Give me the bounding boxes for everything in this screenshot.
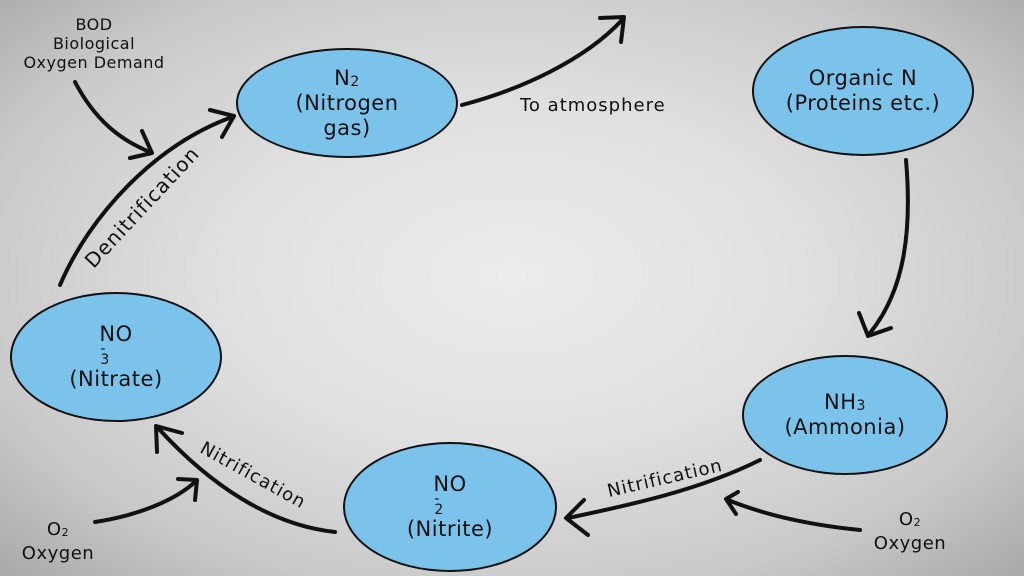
arrow-to-atmosphere: [460, 18, 624, 107]
no2-formula: NO-2: [433, 472, 467, 518]
oxygen-right-formula: O2: [898, 509, 922, 530]
label-to-atmosphere: To atmosphere: [520, 95, 666, 116]
nh3-name: (Ammonia): [784, 415, 906, 439]
arrow-organic-to-ammonia: [868, 158, 910, 335]
oxygen-left-label: Oxygen: [21, 543, 95, 564]
arrowhead-nitrate-to-n2: [208, 108, 236, 139]
oxygen-left-formula: O2: [46, 519, 70, 540]
arrowhead-to-atmosphere: [598, 15, 626, 44]
oxygen-right-label: Oxygen: [873, 533, 947, 554]
arrowhead-organic-to-ammonia: [857, 311, 893, 338]
arrow-nitrite-to-nitrate: [156, 426, 337, 534]
node-nitrate: NO-3 (Nitrate): [10, 292, 222, 422]
n2-name-line2: gas): [323, 115, 371, 140]
arrow-ammonia-to-nitrite: [566, 458, 762, 520]
node-nitrogen-gas: N2 (Nitrogen gas): [236, 48, 458, 158]
arrowhead-nitrite-to-nitrate: [154, 424, 184, 454]
arrowhead-oxygen-left: [176, 477, 199, 502]
no3-formula: NO-3: [99, 322, 133, 368]
nh3-formula: NH3: [824, 390, 866, 414]
arrowhead-ammonia-to-nitrite: [564, 498, 590, 537]
no2-name: (Nitrite): [406, 517, 494, 541]
no3-name: (Nitrate): [69, 367, 163, 391]
oxygen-left-note: O2 Oxygen: [8, 518, 108, 566]
node-nitrite: NO-2 (Nitrite): [343, 442, 557, 572]
arrow-nitrate-to-n2: [58, 115, 234, 287]
bod-line1: BOD: [75, 15, 113, 34]
organic-line1: Organic N: [808, 66, 918, 90]
arrow-bod: [73, 80, 152, 154]
bod-note: BOD Biological Oxygen Demand: [4, 15, 184, 72]
bod-line2: Biological: [52, 34, 136, 53]
bod-line3: Oxygen Demand: [23, 53, 165, 72]
arrow-oxygen-right: [726, 498, 862, 532]
node-organic-n: Organic N (Proteins etc.): [752, 26, 974, 156]
arrow-oxygen-left: [93, 480, 197, 524]
n2-formula: N2: [334, 65, 360, 90]
arrowhead-oxygen-right: [724, 490, 740, 516]
organic-line2: (Proteins etc.): [785, 91, 941, 115]
node-ammonia: NH3 (Ammonia): [742, 355, 948, 475]
arrowhead-bod: [128, 129, 154, 160]
n2-name-line1: (Nitrogen: [295, 90, 399, 115]
oxygen-right-note: O2 Oxygen: [855, 508, 965, 556]
